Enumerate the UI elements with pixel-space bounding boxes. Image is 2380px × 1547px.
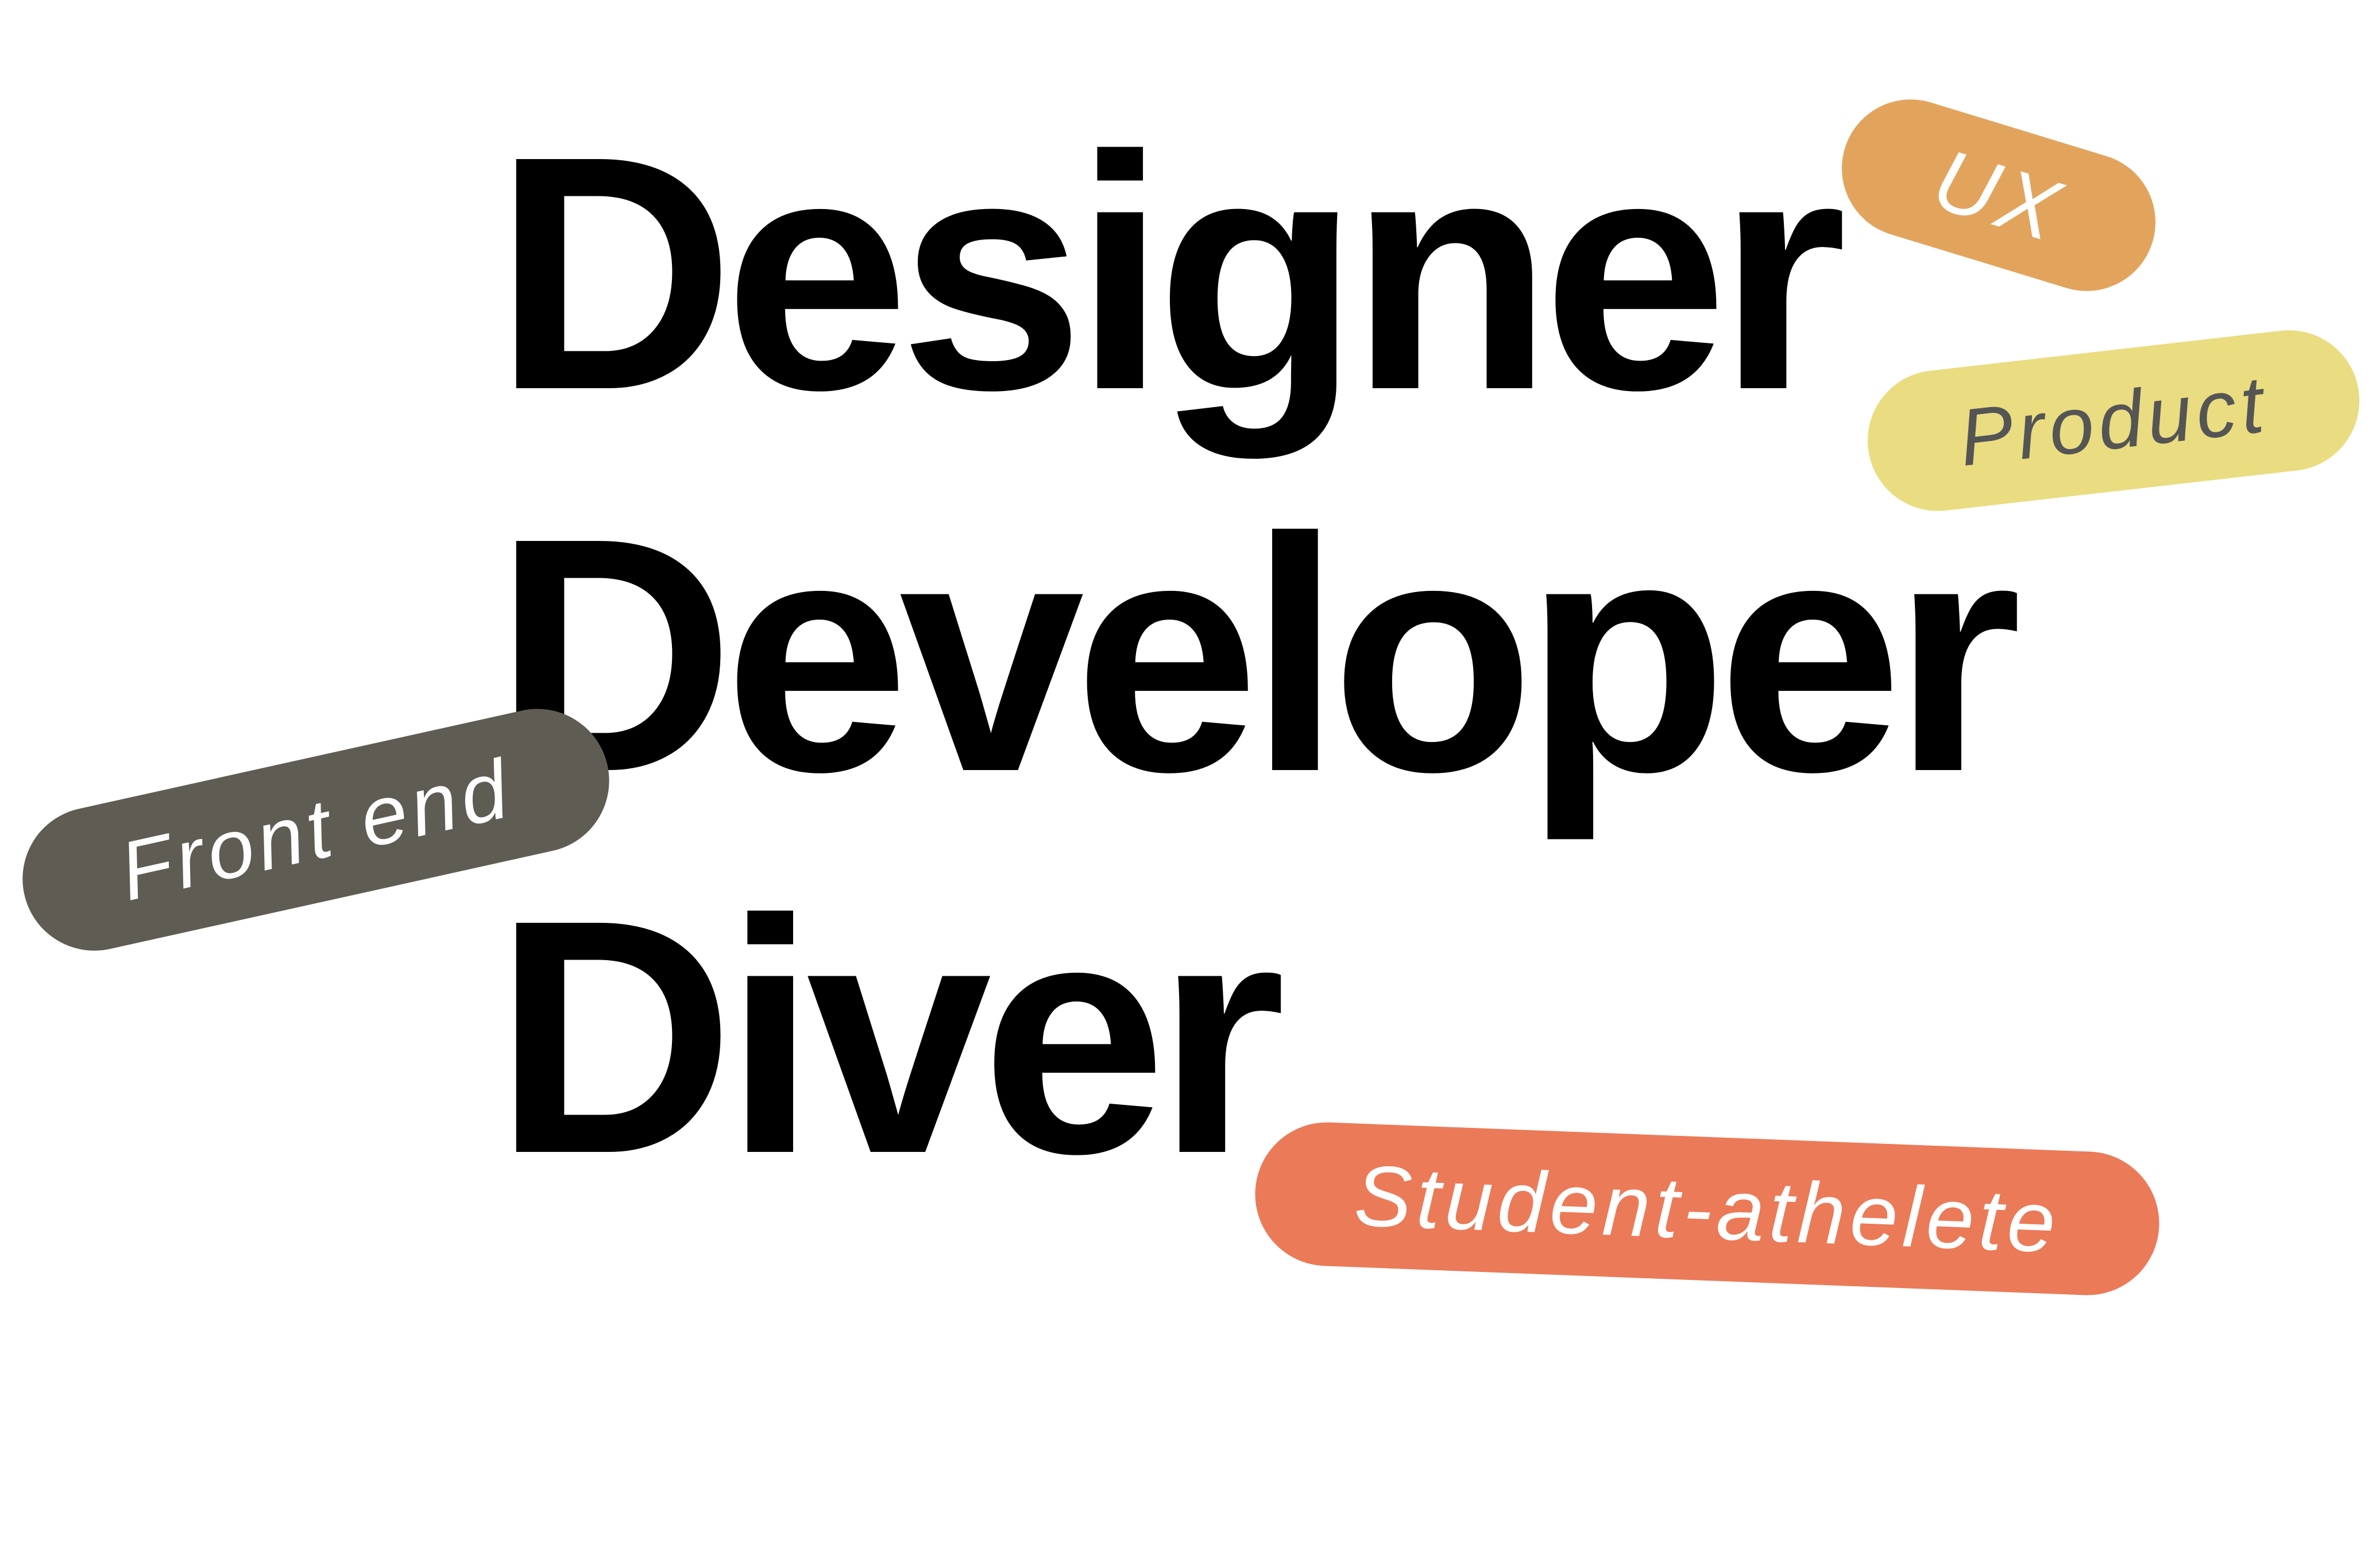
tag-ux: UX <box>1825 82 2173 308</box>
tag-student-athlete-label: Student-athelete <box>1353 1146 2062 1271</box>
headline-diver: Diver <box>494 850 1286 1223</box>
tag-product-label: Product <box>1954 358 2273 483</box>
tag-front-end-label: Front end <box>111 741 520 918</box>
tag-ux-label: UX <box>1923 130 2074 260</box>
headline-designer: Designer <box>494 87 1847 459</box>
headline-developer: Developer <box>494 469 2022 841</box>
tag-student-athlete: Student-athelete <box>1252 1119 2162 1298</box>
tag-product: Product <box>1860 323 2367 519</box>
